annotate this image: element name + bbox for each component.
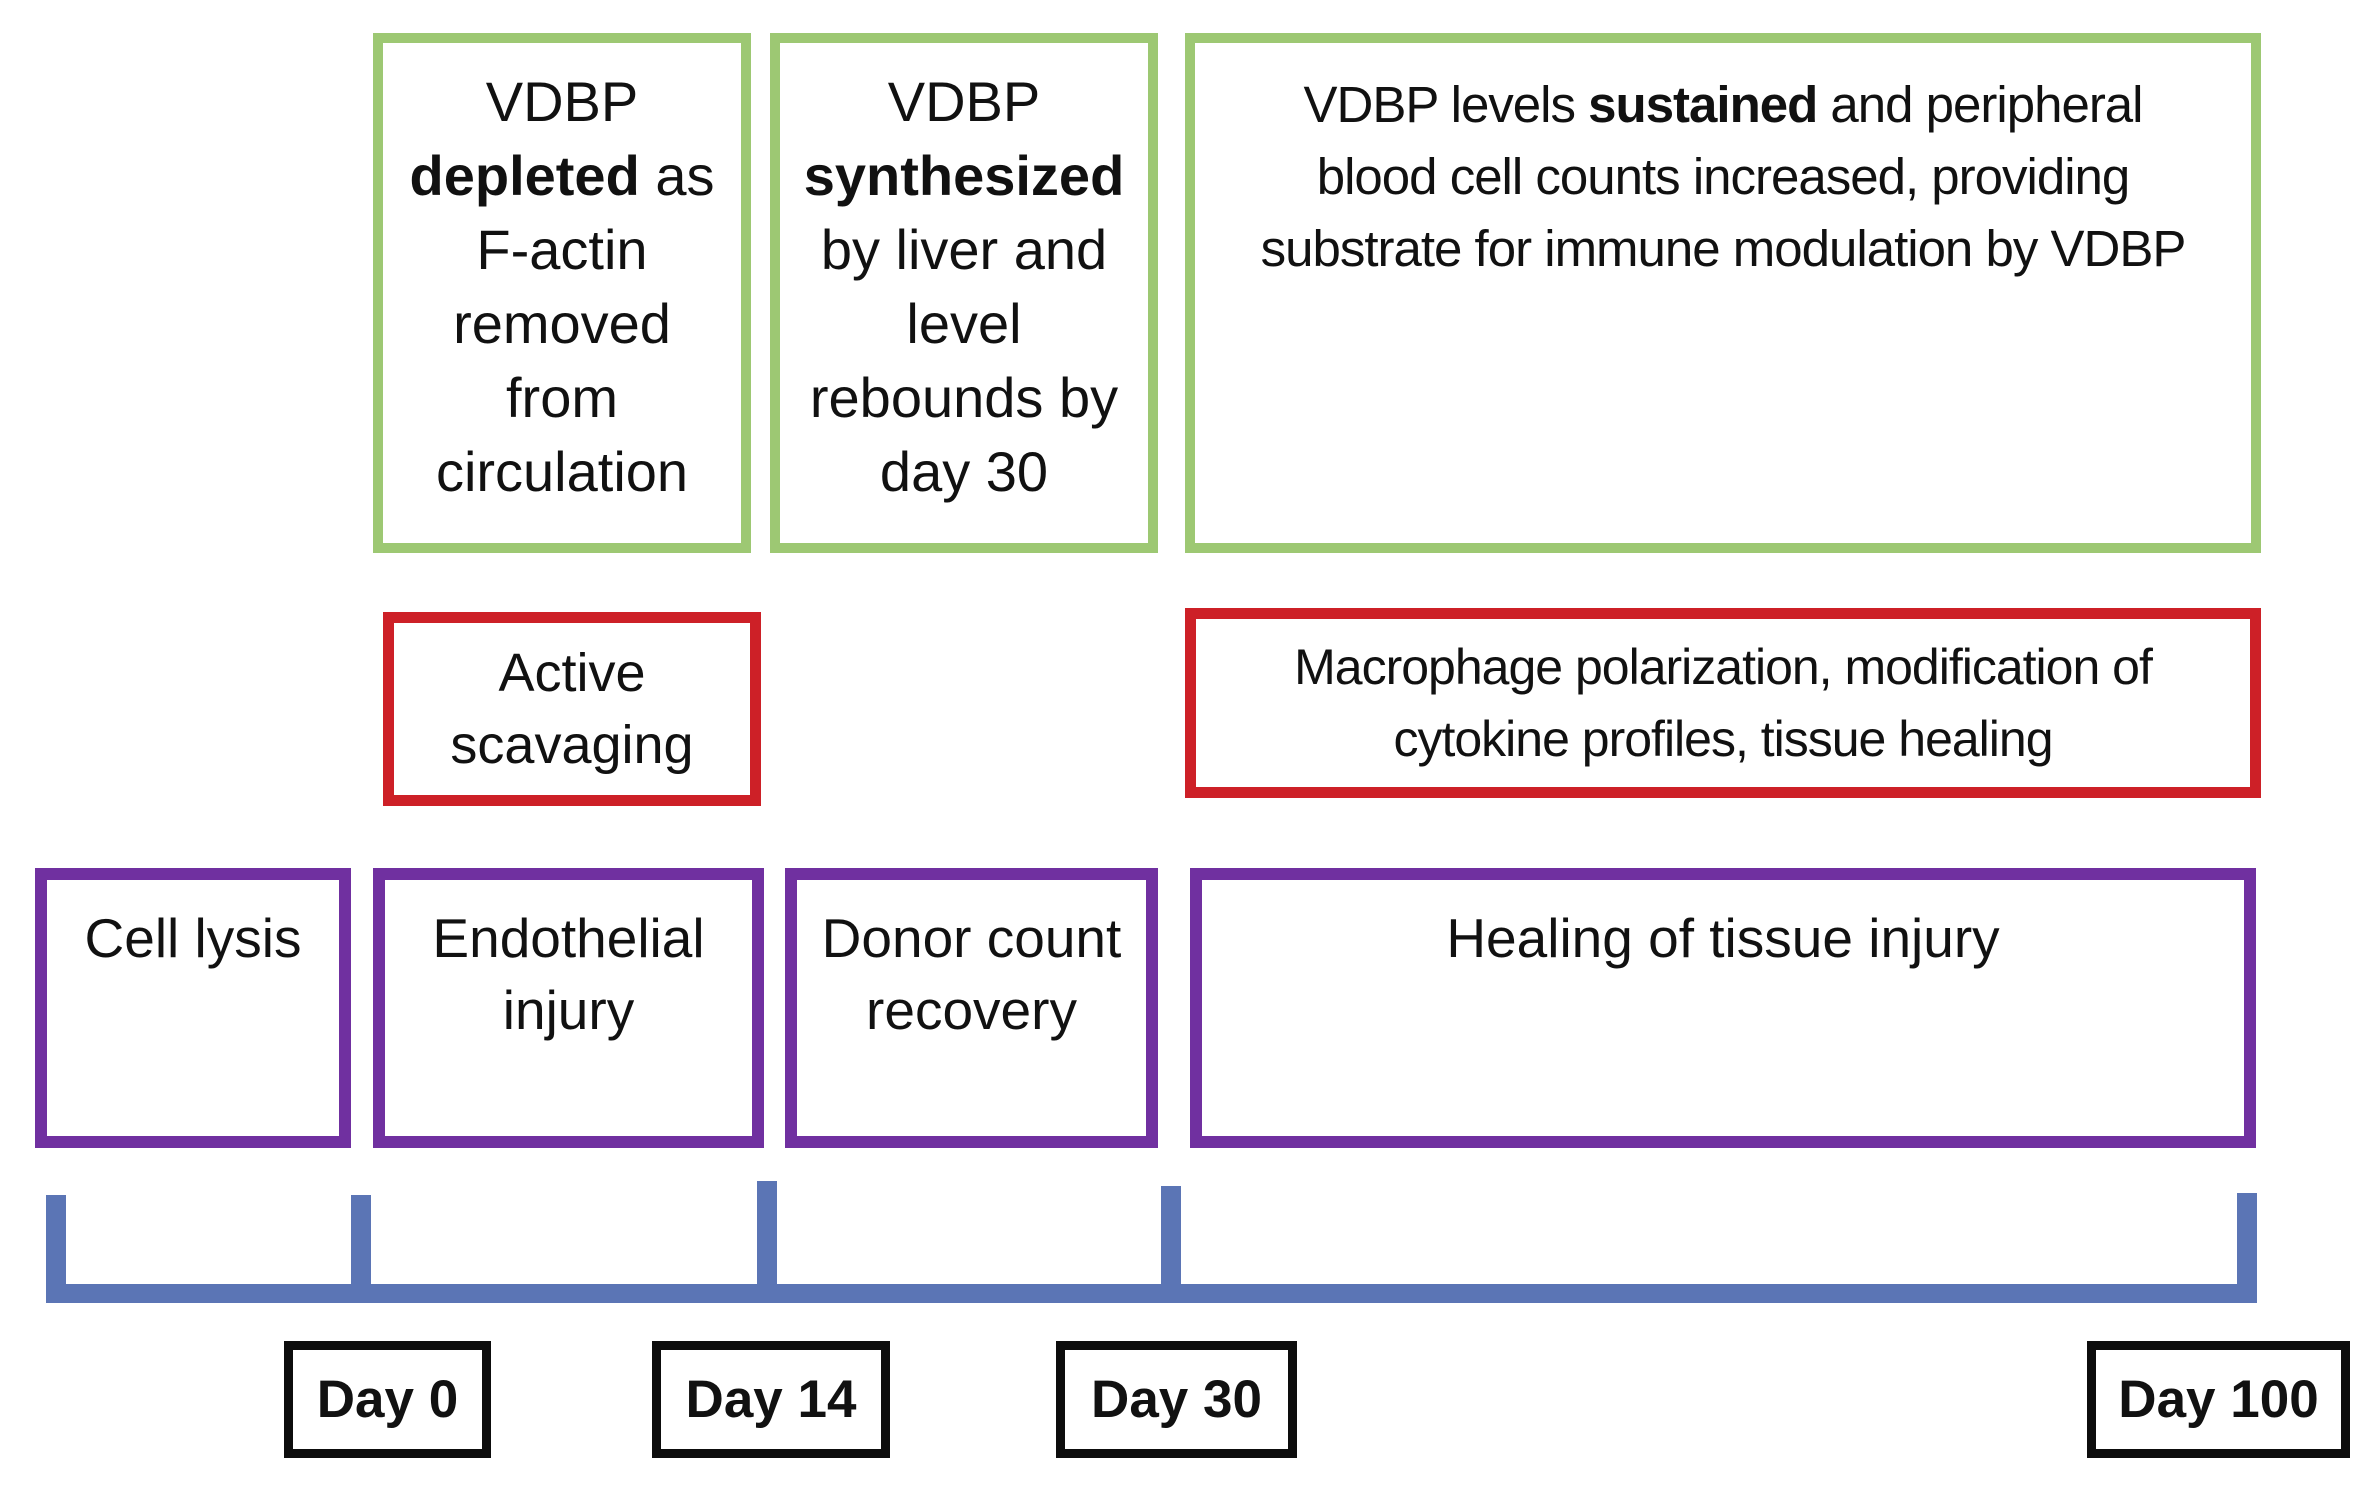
- timeline-tick-day0: [351, 1195, 371, 1303]
- timeline-tick-day100: [2237, 1193, 2257, 1303]
- donor-count-recovery-box: Donor count recovery: [785, 868, 1158, 1148]
- timeline-tick-day30: [1161, 1186, 1181, 1303]
- day-30-label-box: Day 30: [1056, 1341, 1297, 1458]
- day-100-label-box: Day 100: [2087, 1341, 2350, 1458]
- cell-lysis-box: Cell lysis: [35, 868, 351, 1148]
- vdbp-sustained-box: VDBP levels sustained and peripheral blo…: [1185, 33, 2261, 553]
- active-scavaging-text: Active scavaging: [450, 643, 694, 775]
- active-scavaging-box: Active scavaging: [383, 612, 761, 806]
- timeline-bar: [46, 1284, 2257, 1303]
- healing-tissue-injury-box: Healing of tissue injury: [1190, 868, 2256, 1148]
- vdbp-synthesized-box: VDBP synthesized by liver and level rebo…: [770, 33, 1158, 553]
- endothelial-injury-box: Endothelial injury: [373, 868, 764, 1148]
- macrophage-polarization-box: Macrophage polarization, modification of…: [1185, 608, 2261, 798]
- day-0-label-box: Day 0: [284, 1341, 491, 1458]
- vdbp-depleted-box: VDBP depleted as F-actin removed from ci…: [373, 33, 751, 553]
- day-14-label-box: Day 14: [652, 1341, 890, 1458]
- timeline-tick-start: [46, 1195, 66, 1303]
- macrophage-polarization-text: Macrophage polarization, modification of…: [1294, 639, 2153, 767]
- timeline-tick-day14: [757, 1181, 777, 1303]
